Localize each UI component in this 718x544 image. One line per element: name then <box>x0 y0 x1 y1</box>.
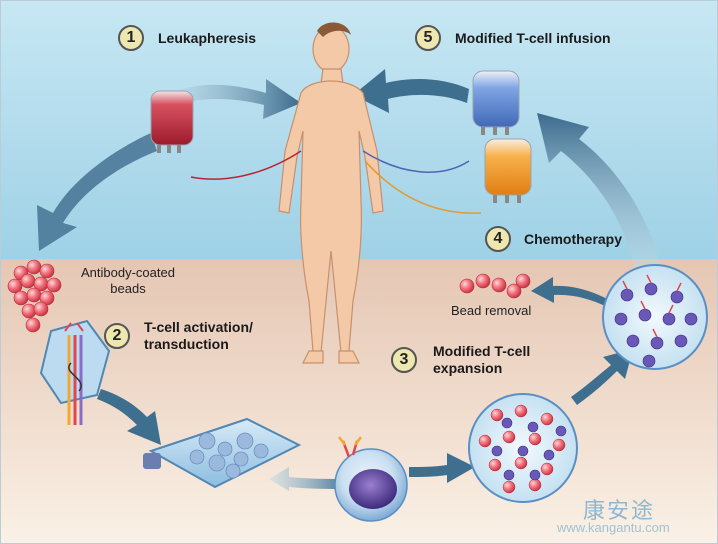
modified-t-cell-icon <box>334 436 408 522</box>
expansion-circle-icon <box>468 393 578 503</box>
bead-removal-label: Bead removal <box>451 303 532 318</box>
patient-figure <box>278 22 384 364</box>
culture-flask-icon <box>143 417 302 489</box>
watermark-url: www.kangantu.com <box>557 520 670 535</box>
step-5-badge: 5 <box>415 25 441 51</box>
step-1-badge: 1 <box>118 25 144 51</box>
iv-tubes <box>190 150 482 214</box>
step-3-badge: 3 <box>391 347 417 373</box>
process-arrows <box>37 69 661 491</box>
step-1-label: Leukapheresis <box>158 30 257 46</box>
transduction-hexagon-icon <box>39 319 111 425</box>
removed-beads <box>459 273 531 299</box>
watermark-chinese: 康安途 <box>583 499 656 524</box>
modified-t-cells-circle-icon <box>602 264 708 370</box>
step-2-badge: 2 <box>104 323 130 349</box>
step-5-label: Modified T-cell infusion <box>455 30 611 46</box>
step-2-label: T-cell activation/ transduction <box>144 319 253 352</box>
chemotherapy-bag-icon <box>484 138 532 203</box>
blood-bag-icon <box>150 90 194 153</box>
step-4-label: Chemotherapy <box>524 231 623 247</box>
step-4-badge: 4 <box>485 226 511 252</box>
antibody-beads-cluster <box>7 259 62 333</box>
infusion-bag-icon <box>472 70 520 135</box>
step-3-label: Modified T-cell expansion <box>433 343 531 376</box>
beads-label: Antibody-coated beads <box>81 265 175 296</box>
